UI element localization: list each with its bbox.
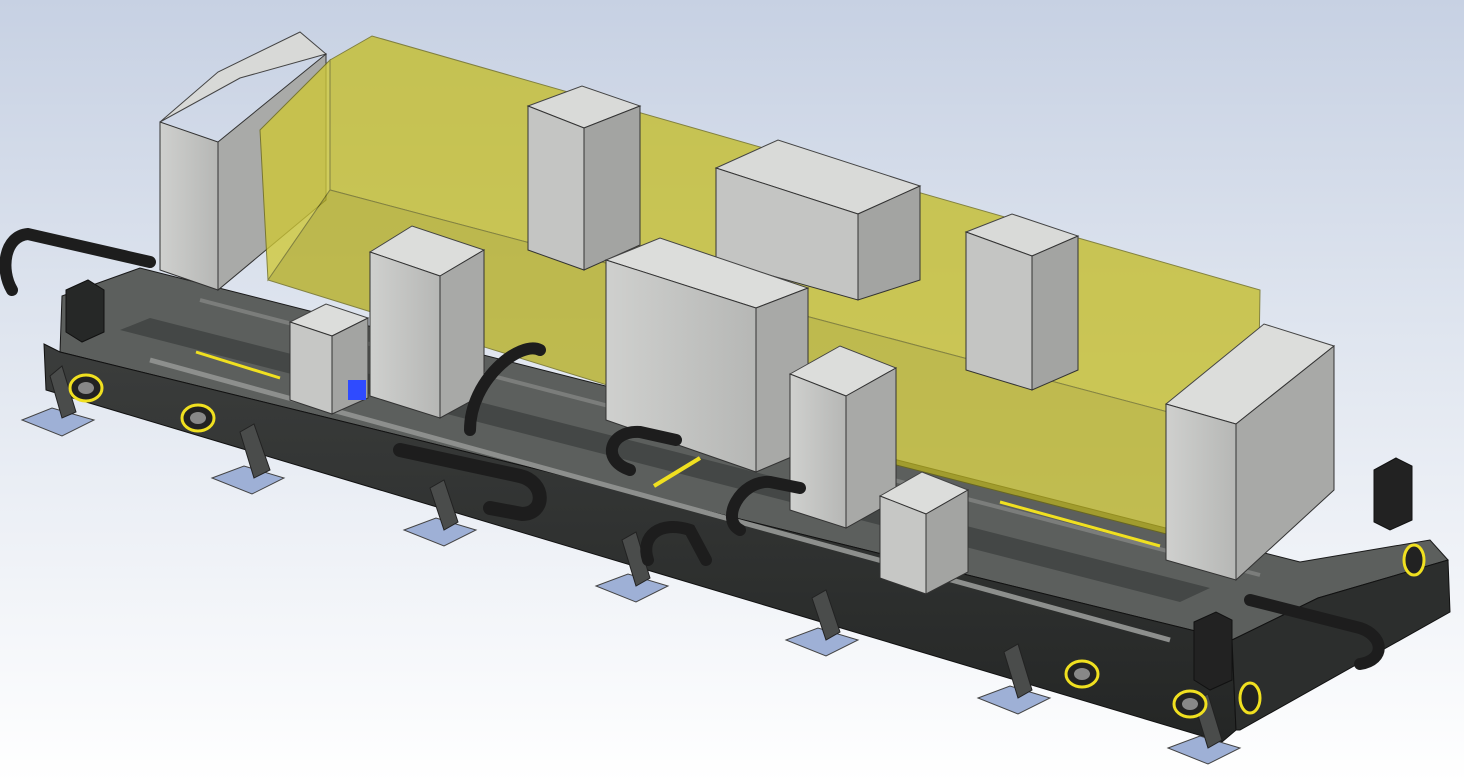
lifting-ring-icon	[1172, 689, 1208, 719]
small-controller-box-right[interactable]	[878, 471, 970, 595]
lifting-ring-icon	[1238, 681, 1262, 715]
leveling-foot-icon	[20, 365, 96, 437]
leveling-foot-icon	[976, 643, 1052, 715]
cable-chain-icon	[726, 476, 806, 536]
lifting-rings	[68, 373, 1426, 719]
vision-module-back-2[interactable]	[714, 139, 922, 301]
vision-module-back-3[interactable]	[964, 213, 1080, 391]
cable-chains	[0, 227, 1385, 670]
lifting-ring-icon	[68, 373, 104, 403]
cable-chain-icon	[640, 520, 712, 566]
cable-chain-icon	[393, 443, 547, 522]
leveling-foot-icon	[784, 589, 860, 657]
small-controller-box-left[interactable]	[288, 303, 370, 415]
base-frame-right-side	[1231, 559, 1451, 731]
lifting-ring-icon	[1402, 543, 1426, 577]
control-cabinet-right[interactable]	[1164, 323, 1336, 582]
cable-chain-icon	[1244, 594, 1385, 670]
lifting-ring-icon	[180, 403, 216, 433]
cable-chain-icon	[0, 227, 156, 296]
vision-module-back-1[interactable]	[526, 85, 642, 271]
lifting-ring-icon	[1064, 659, 1100, 689]
corner-posts	[65, 279, 1413, 691]
accent-markings	[195, 350, 1161, 548]
leveling-foot-icon	[594, 531, 670, 603]
leveling-foot-icon	[210, 423, 286, 495]
cable-chain-icon	[464, 342, 546, 436]
dispensing-head-left[interactable]	[368, 225, 486, 419]
cable-chain-icon	[605, 425, 682, 476]
leveling-foot-icon	[402, 479, 478, 547]
